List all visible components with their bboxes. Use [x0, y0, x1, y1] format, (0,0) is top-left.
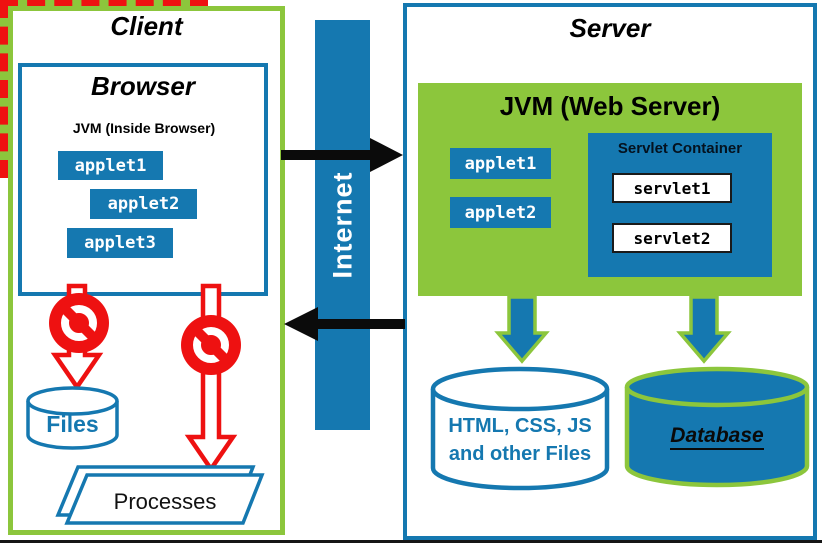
jvm-web-server-title: JVM (Web Server) — [499, 91, 721, 121]
jvm-inside-browser-title: JVM (Inside Browser) — [72, 120, 216, 136]
processes-label: Processes — [113, 489, 217, 514]
bottom-edge-strip — [0, 540, 822, 543]
servlet1-box: servlet1 — [612, 173, 732, 203]
files-label: Files — [46, 411, 99, 437]
servlet2-box: servlet2 — [612, 223, 732, 253]
internet-label: Internet — [327, 171, 357, 279]
web-files-label-line2: and other Files — [448, 443, 592, 465]
servlet-container-title: Servlet Container — [617, 140, 743, 157]
browser-title: Browser — [90, 71, 196, 101]
server-title: Server — [569, 13, 651, 43]
database-label: Database — [670, 424, 764, 450]
server-applet1-box: applet1 — [450, 148, 551, 179]
web-files-label-line1: HTML, CSS, JS — [448, 415, 592, 437]
web-files-label: HTML, CSS, JS and other Files — [436, 412, 604, 468]
servlet-container-box — [588, 133, 772, 277]
internet-bar: Internet — [315, 20, 370, 430]
client-applet3-box: applet3 — [67, 228, 173, 258]
database-label-wrap: Database — [627, 424, 807, 450]
client-title: Client — [110, 11, 183, 41]
server-applet2-box: applet2 — [450, 197, 551, 228]
client-applet1-box: applet1 — [58, 151, 163, 180]
client-applet2-box: applet2 — [90, 189, 197, 219]
